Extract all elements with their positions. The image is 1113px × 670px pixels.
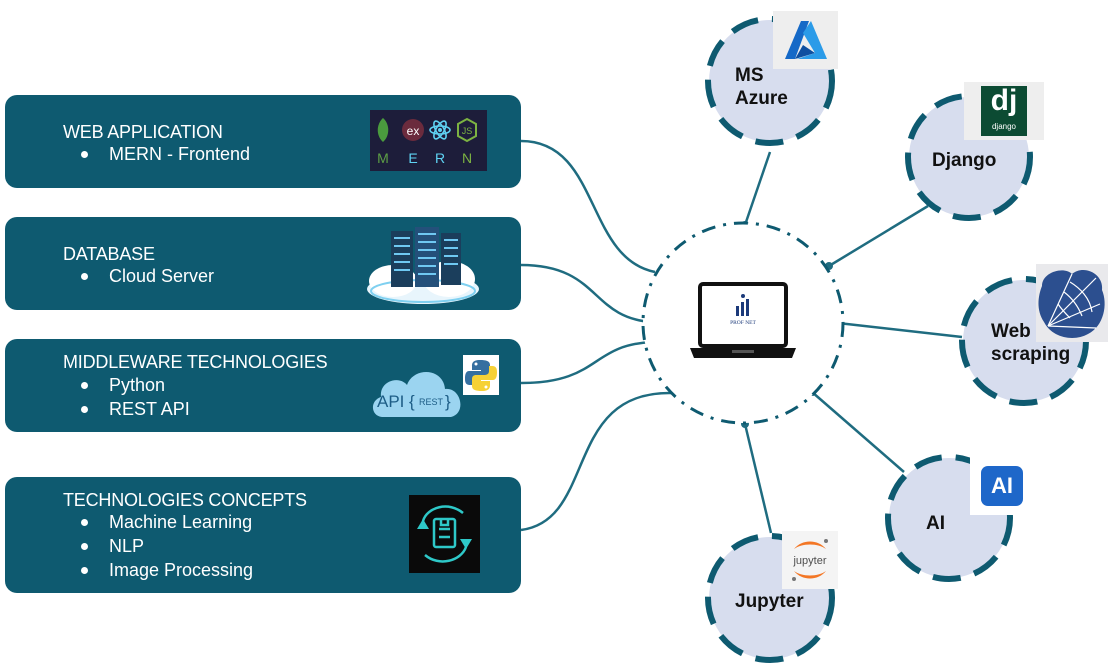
jupyter-icon-text: jupyter xyxy=(792,555,826,567)
mern-stack-logo: ex JS M E R N xyxy=(370,110,487,171)
ai-icon-text: AI xyxy=(981,466,1023,506)
node-label: AI xyxy=(926,513,945,534)
node-ring xyxy=(705,533,835,663)
svg-text:}: } xyxy=(445,392,451,411)
panel-title: DATABASE xyxy=(63,244,155,264)
node-ring xyxy=(905,93,1033,221)
list-item: Machine Learning xyxy=(80,512,253,532)
list-item: Image Processing xyxy=(80,560,254,580)
panel-list: Python REST API xyxy=(81,373,190,421)
list-item: NLP xyxy=(80,534,253,558)
processing-cycle-icon xyxy=(409,495,480,573)
list-item: Cloud Server xyxy=(80,266,215,286)
node-ring xyxy=(885,454,1013,582)
connector-technologies xyxy=(520,391,687,532)
mern-letter-e: E xyxy=(408,150,417,166)
svg-text:JS: JS xyxy=(462,126,473,136)
django-icon: dj django xyxy=(964,82,1044,140)
api-rest-cloud-icon: API { REST } xyxy=(369,361,469,421)
panel-technologies-concepts: TECHNOLOGIES CONCEPTS Machine Learning N… xyxy=(5,477,521,593)
node-ring xyxy=(705,16,835,146)
connector-ai xyxy=(811,391,905,473)
rest-text: REST xyxy=(419,397,444,407)
connector-azure xyxy=(743,151,772,226)
cloud-server-icon xyxy=(363,223,483,307)
panel-middleware-technologies: MIDDLEWARE TECHNOLOGIES Python REST API … xyxy=(5,339,521,432)
brand-text: PROF NET xyxy=(730,320,756,326)
list-item: Python xyxy=(81,373,190,397)
laptop-icon: PROF NET xyxy=(688,282,798,367)
panel-title: WEB APPLICATION xyxy=(63,122,223,142)
connector-web-application xyxy=(520,139,656,274)
panel-list: Cloud Server xyxy=(80,264,215,288)
list-item: MERN - Frontend xyxy=(80,144,251,164)
django-icon-text: dj xyxy=(990,84,1018,117)
connector-django xyxy=(828,204,929,268)
panel-title: MIDDLEWARE TECHNOLOGIES xyxy=(63,352,328,372)
svg-text:ex: ex xyxy=(407,124,420,138)
django-icon-subtext: django xyxy=(991,122,1017,131)
jupyter-icon: jupyter xyxy=(782,531,838,589)
list-item: REST API xyxy=(81,399,190,419)
panel-list: Machine Learning NLP Image Processing xyxy=(80,510,254,582)
mern-letter-r: R xyxy=(435,150,445,166)
panel-list: MERN - Frontend xyxy=(80,142,251,166)
mern-letter-n: N xyxy=(462,150,472,166)
connector-jupyter xyxy=(743,423,773,534)
spider-web-icon xyxy=(1036,264,1108,342)
svg-text:{: { xyxy=(409,392,415,411)
connector-web-scraping xyxy=(837,321,963,339)
mern-letter-m: M xyxy=(377,150,389,166)
connector-middleware xyxy=(520,340,653,385)
connector-database xyxy=(520,263,653,324)
python-icon xyxy=(463,355,499,395)
ai-icon: AI xyxy=(970,453,1032,515)
panel-title: TECHNOLOGIES CONCEPTS xyxy=(63,490,307,510)
azure-icon xyxy=(773,11,838,69)
api-text: API xyxy=(377,392,404,411)
node-label: Django xyxy=(932,150,997,171)
node-label: Jupyter xyxy=(735,591,804,612)
panel-web-application: WEB APPLICATION MERN - Frontend ex JS M … xyxy=(5,95,521,188)
panel-database: DATABASE Cloud Server xyxy=(5,217,521,310)
